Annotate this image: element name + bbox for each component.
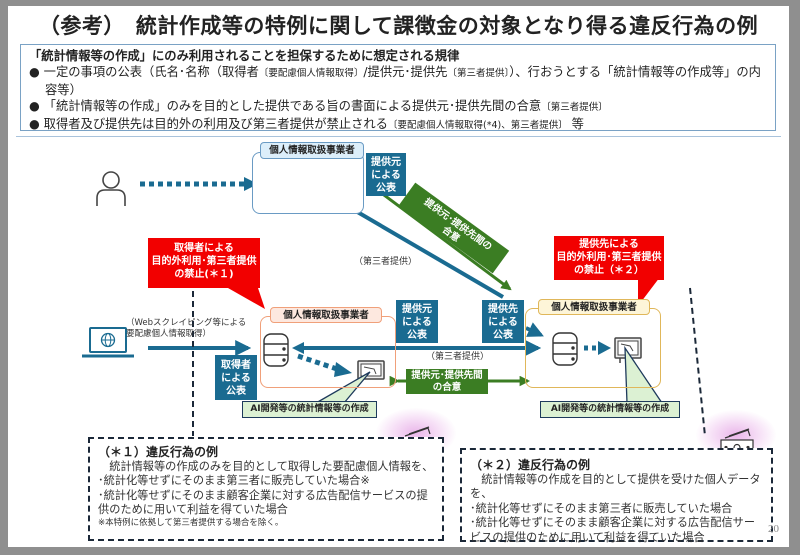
label-line: 提供元: [371, 157, 401, 168]
violation-heading: （＊２）違反行為の例: [470, 458, 591, 472]
laptop-globe-icon: [82, 327, 134, 358]
red-callout-tail-right: [638, 273, 663, 306]
bullet: ●: [29, 99, 40, 113]
prohibition-callout-acquirer: 取得者による 目的外利用･第三者提供 の禁止(＊１): [148, 238, 260, 288]
violation-example-1: （＊１）違反行為の例 統計情報等の作成のみを目的として取得した要配慮個人情報を、…: [88, 437, 444, 541]
business-label-top: 個人情報取扱事業者: [260, 142, 364, 159]
agreement-band: [398, 182, 510, 274]
rule-note: 〔要配慮個人情報取得〕: [258, 68, 364, 79]
rule-item: ● 一定の事項の公表（氏名･名称（取得者〔要配慮個人情報取得〕/提供元･提供先〔…: [29, 64, 767, 98]
label-line: 提供先: [488, 304, 518, 315]
rule-item: ● 「統計情報等の作成」のみを目的とした提供である旨の書面による提供元･提供先間…: [29, 98, 767, 116]
arrow-head: [334, 362, 352, 377]
provider-publication-mid: 提供元 による 公表: [396, 300, 438, 343]
rule-text: /提供元･提供先: [363, 65, 448, 79]
violation-line: ･統計化等せずにそのまま第三者に販売していた場合※: [98, 474, 370, 487]
label-line: による: [402, 317, 432, 328]
label-line: 目的外利用･第三者提供: [556, 252, 662, 263]
rule-item: ● 取得者及び提供先は目的外の利用及び第三者提供が禁止される〔要配慮個人情報取得…: [29, 116, 767, 134]
rule-text: 取得者及び提供先は目的外の利用及び第三者提供が禁止される: [43, 117, 388, 131]
arrow-head: [598, 341, 611, 355]
label-line: 公表: [493, 330, 513, 341]
ai-creation-label-right: AI開発等の統計情報等の作成: [540, 401, 680, 418]
rule-text: 「統計情報等の作成」のみを目的とした提供である旨の書面による提供元･提供先間の合…: [43, 99, 542, 113]
third-party-note-mid: （第三者提供）: [426, 352, 490, 362]
diagram-graphics: [82, 169, 754, 456]
person-icon: [96, 171, 126, 206]
business-label-recipient: 個人情報取扱事業者: [538, 299, 650, 315]
collection-arrow-head: [244, 177, 258, 191]
business-label-acquirer: 個人情報取扱事業者: [270, 307, 382, 323]
label-line: の合意: [432, 382, 462, 393]
rule-note: 〔要配慮個人情報取得(*4)、第三者提供〕: [387, 120, 568, 131]
label-line: 提供先による: [579, 239, 639, 250]
prohibition-callout-recipient: 提供先による 目的外利用･第三者提供 の禁止（＊２）: [554, 236, 664, 280]
red-callout-tail-left: [228, 288, 265, 309]
label-line: 提供元: [402, 304, 432, 315]
label-line: 公表: [226, 386, 246, 397]
label-line: による: [371, 170, 401, 181]
label-line: 要配慮個人情報取得）: [126, 329, 212, 339]
violation-heading: （＊１）違反行為の例: [98, 445, 219, 459]
label-line: 提供元･提供先間: [411, 370, 483, 381]
arrow-head: [292, 342, 304, 354]
business-box-acquirer: [260, 316, 396, 388]
provider-publication-top: 提供元 による 公表: [366, 153, 406, 196]
label-line: （Webスクレイピング等による: [126, 318, 247, 328]
label-line: 公表: [376, 183, 396, 194]
rule-note: 〔第三者提供〕: [447, 68, 510, 79]
bullet: ●: [29, 117, 40, 131]
label-line: の禁止(＊１): [174, 269, 234, 280]
acquirer-publication: 取得者 による 公表: [215, 355, 257, 400]
violation-line: ･統計化等せずにそのまま顧客企業に対する広告配信サービスの提供のために用いて利益…: [98, 488, 428, 517]
bullet: ●: [29, 65, 40, 79]
page-number: 20: [768, 523, 779, 535]
agreement-label-mid: 提供元･提供先間 の合意: [406, 369, 488, 394]
create-arrow-left: [297, 353, 341, 373]
rule-note: 〔第三者提供〕: [541, 102, 608, 113]
label-line: による: [221, 373, 251, 384]
monitor-icon: [614, 337, 642, 363]
rule-text: 一定の事項の公表（氏名･名称（取得者: [43, 65, 259, 79]
label-line: の禁止（＊２）: [574, 265, 644, 276]
recipient-publication: 提供先 による 公表: [482, 300, 524, 343]
business-box-recipient: [525, 308, 661, 388]
violation-example-2: （＊２）違反行為の例 統計情報等の作成を目的として提供を受けた個人データを、 ･…: [460, 448, 773, 544]
scraping-note: （Webスクレイピング等による 要配慮個人情報取得）: [126, 318, 246, 340]
label-line: 取得者: [221, 360, 251, 371]
label-line: 目的外利用･第三者提供: [151, 256, 257, 267]
violation-line: ･統計化等せずにそのまま第三者に販売していた場合: [470, 501, 733, 515]
label-line: 公表: [407, 330, 427, 341]
database-icon: [552, 332, 578, 366]
rule-text: 等: [567, 117, 584, 131]
recipient-arrow: [525, 322, 544, 337]
violation-line: 統計情報等の作成のみを目的として取得した要配慮個人情報を、: [98, 459, 434, 473]
page-title: （参考） 統計作成等の特例に関して課徴金の対象となり得る違反行為の例: [38, 14, 759, 38]
violation-footnote: ※本特例に依拠して第三者提供する場合を除く。: [98, 517, 284, 528]
agreement-arrow-diag: [366, 179, 512, 291]
ai-creation-label-left: AI開発等の統計情報等の作成: [242, 401, 377, 418]
dashed-connector-right: [689, 287, 706, 437]
label-line: による: [488, 317, 518, 328]
database-icon: [263, 333, 289, 367]
violation-line: 統計情報等の作成を目的として提供を受けた個人データを、: [470, 472, 761, 501]
label-line: 取得者による: [174, 243, 234, 254]
rules-heading: 「統計情報等の作成」にのみ利用されることを担保するために想定される規律: [29, 49, 460, 63]
violation-line: ･統計化等せずにそのまま顧客企業に対する広告配信サービスの提供のために用いて利益…: [470, 516, 756, 544]
divider: [16, 136, 781, 137]
rules-box: 「統計情報等の作成」にのみ利用されることを担保するために想定される規律 ● 一定…: [20, 44, 776, 131]
slide: （参考） 統計作成等の特例に関して課徴金の対象となり得る違反行為の例 「統計情報…: [8, 6, 789, 547]
business-box-top: [252, 152, 364, 214]
rule-text: ）、行おうとする「統計情報等の作成等」の内容等）: [45, 65, 761, 97]
third-party-note-top: （第三者提供）: [354, 257, 418, 267]
